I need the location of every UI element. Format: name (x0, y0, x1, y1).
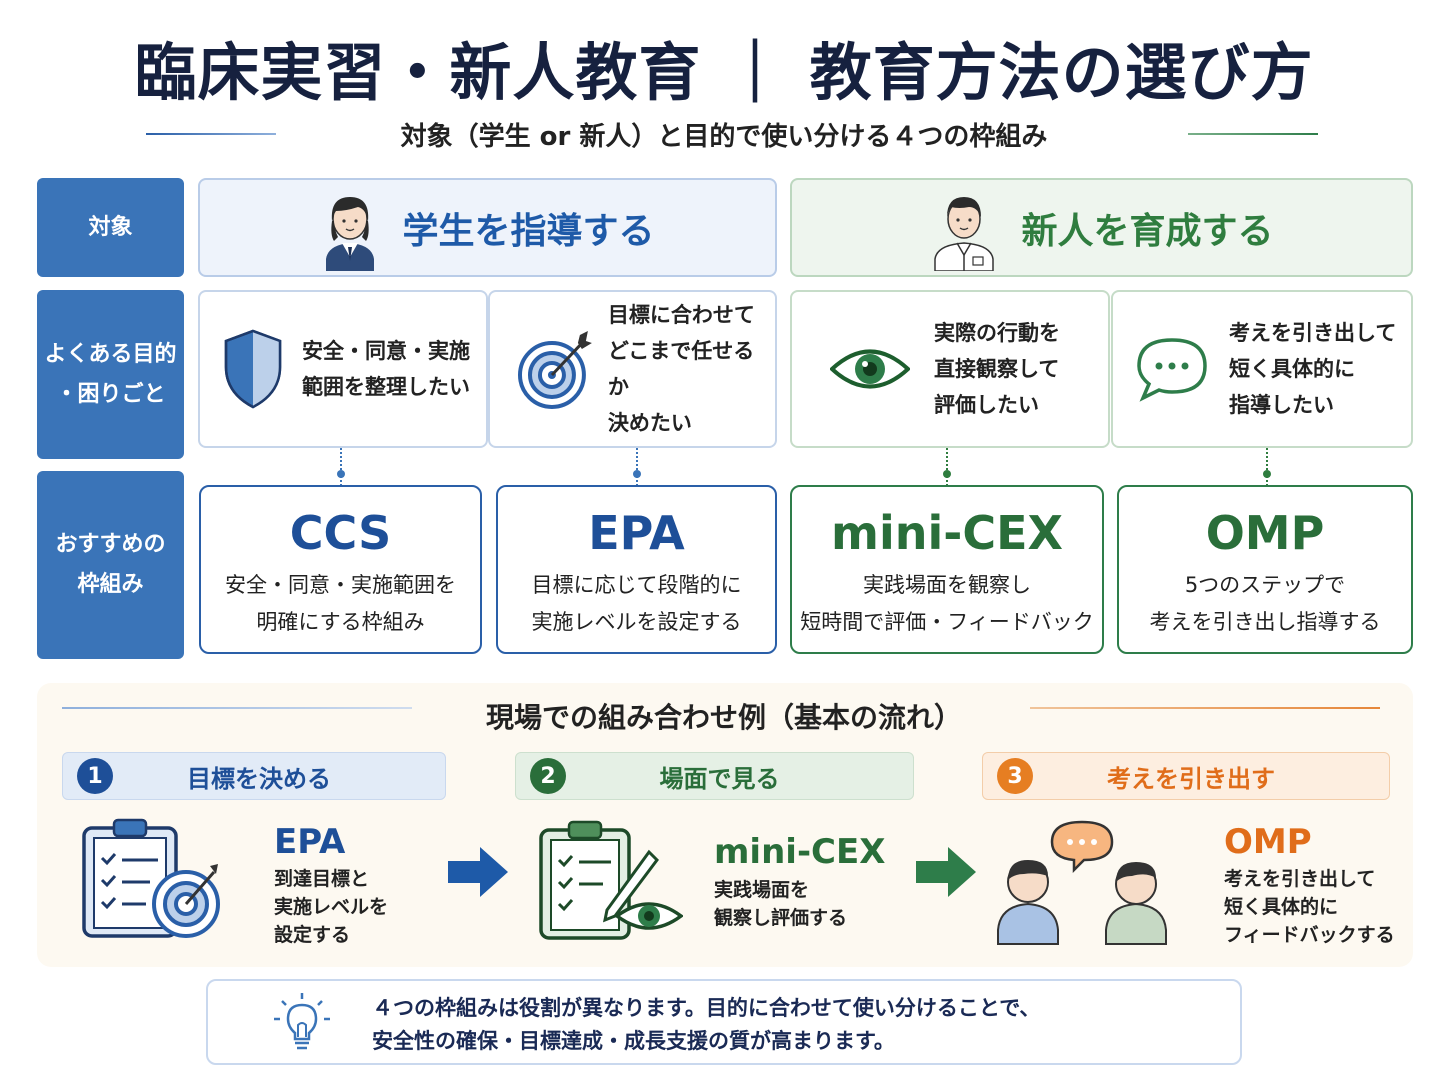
example-rule-right (1030, 707, 1380, 709)
purpose-text-goal: 目標に合わせて どこまで任せるか 決めたい (607, 303, 755, 435)
framework-name: CCS (289, 506, 392, 560)
framework-card-epa: EPA 目標に応じて段階的に 実施レベルを設定する (496, 485, 777, 654)
step-1-name: EPA (274, 822, 346, 862)
note-text: ４つの枠組みは役割が異なります。目的に合わせて使い分けることで、 安全性の確保・… (372, 992, 1040, 1058)
note-line-1: ４つの枠組みは役割が異なります。目的に合わせて使い分けることで、 (372, 996, 1041, 1020)
connector-omp (1266, 448, 1268, 486)
note-line-2: 安全性の確保・目標達成・成長支援の質が高まります。 (372, 1029, 895, 1053)
step-2-desc: 実践場面を 観察し評価する (714, 879, 848, 929)
step-number: 3 (997, 758, 1033, 794)
arrow-right-icon (916, 847, 976, 897)
target-icon (518, 331, 592, 409)
example-title: 現場での組み合わせ例（基本の流れ） (485, 701, 962, 734)
framework-card-omp: OMP 5つのステップで 考えを引き出し指導する (1117, 485, 1413, 654)
connector-minicex (946, 448, 948, 486)
framework-desc: 5つのステップで 考えを引き出し指導する (1149, 573, 1381, 634)
connector-ccs (340, 448, 342, 486)
step-2-name: mini-CEX (714, 832, 886, 872)
step-number: 2 (530, 758, 566, 794)
example-section (37, 683, 1413, 967)
banner-student: 学生を指導する (198, 178, 777, 277)
step-3-desc: 考えを引き出して 短く具体的に フィードバックする (1224, 868, 1395, 946)
subtitle-rule-right (1188, 133, 1318, 135)
purpose-card-observe: 実際の行動を 直接観察して 評価したい (790, 290, 1110, 448)
side-label-target: 対象 (37, 178, 184, 277)
student-avatar-icon (326, 196, 375, 271)
shield-icon (224, 329, 282, 409)
purpose-card-coach: 考えを引き出して 短く具体的に 指導したい (1111, 290, 1413, 448)
step-3-name: OMP (1224, 822, 1312, 862)
side-label-purpose: よくある目的 ・困りごと (37, 290, 184, 459)
conversation-icon (997, 820, 1167, 945)
step-3-header: 3 考えを引き出す (982, 752, 1390, 800)
connector-dot-omp (1263, 470, 1271, 478)
step-2-header: 2 場面で見る (515, 752, 914, 800)
step-label: 考えを引き出す (1107, 764, 1275, 793)
purpose-text-safety: 安全・同意・実施 範囲を整理したい (302, 339, 470, 399)
connector-dot-epa (633, 470, 641, 478)
newbie-avatar-icon (934, 196, 995, 271)
framework-name: OMP (1205, 506, 1325, 560)
connector-epa (636, 448, 638, 486)
framework-card-minicex: mini-CEX 実践場面を観察し 短時間で評価・フィードバック (790, 485, 1104, 654)
framework-name: EPA (588, 506, 685, 560)
clipboard-eye-icon (539, 820, 683, 940)
clipboard-target-icon (82, 818, 220, 938)
example-rule-left (62, 707, 412, 709)
side-label-framework: おすすめの 枠組み (37, 471, 184, 659)
speech-bubble-icon (1137, 338, 1207, 402)
step-label: 場面で見る (659, 764, 780, 793)
page-subtitle: 対象（学生 or 新人）と目的で使い分ける４つの枠組み (400, 122, 1048, 152)
page-title: 臨床実習・新人教育 ｜ 教育方法の選び方 (134, 36, 1314, 109)
step-label: 目標を決める (187, 764, 331, 793)
framework-desc: 実践場面を観察し 短時間で評価・フィードバック (800, 573, 1094, 634)
framework-card-ccs: CCS 安全・同意・実施範囲を 明確にする枠組み (199, 485, 482, 654)
note-box (206, 979, 1242, 1065)
step-number: 1 (77, 758, 113, 794)
purpose-card-goal: 目標に合わせて どこまで任せるか 決めたい (488, 290, 777, 448)
banner-student-text: 学生を指導する (402, 210, 655, 252)
arrow-right-icon (448, 847, 508, 897)
banner-newbie-text: 新人を育成する (1021, 210, 1274, 252)
purpose-text-observe: 実際の行動を 直接観察して 評価したい (934, 321, 1060, 417)
framework-desc: 安全・同意・実施範囲を 明確にする枠組み (225, 573, 456, 634)
connector-dot-minicex (943, 470, 951, 478)
banner-newbie: 新人を育成する (790, 178, 1413, 277)
step-1-header: 1 目標を決める (62, 752, 446, 800)
eye-icon (830, 349, 910, 389)
framework-desc: 目標に応じて段階的に 実施レベルを設定する (531, 573, 742, 634)
lightbulb-icon (274, 993, 330, 1050)
connector-dot-ccs (337, 470, 345, 478)
subtitle-rule-left (146, 133, 276, 135)
framework-name: mini-CEX (831, 506, 1063, 560)
purpose-text-coach: 考えを引き出して 短く具体的に 指導したい (1229, 321, 1397, 417)
purpose-card-safety: 安全・同意・実施 範囲を整理したい (198, 290, 488, 448)
step-1-desc: 到達目標と 実施レベルを 設定する (274, 868, 389, 946)
